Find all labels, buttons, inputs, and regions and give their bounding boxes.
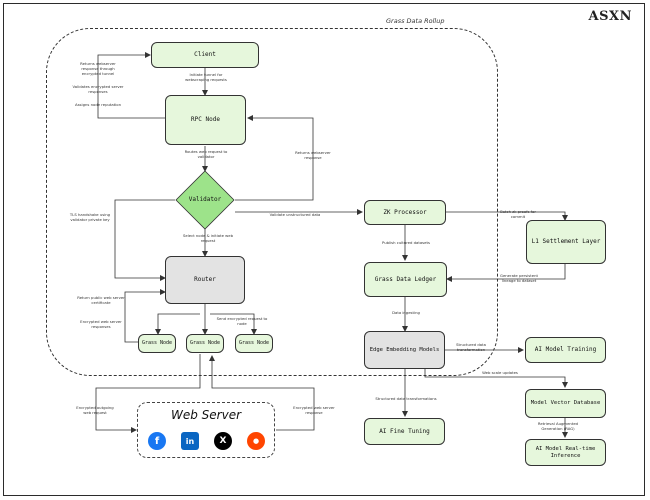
grass-node-2[interactable]: Grass Node	[186, 334, 224, 353]
label-retrieval-augmented: Retrieval Augmented Generation (RAG)	[537, 421, 579, 431]
client-node[interactable]: Client	[151, 42, 259, 68]
label-encrypted-web-server: Encrypted web server responses	[80, 319, 122, 329]
label-structured-data-transformations: Structured data transformations	[375, 396, 437, 401]
linkedin-icon[interactable]: in	[181, 432, 199, 450]
zk-processor-node[interactable]: ZK Processor	[364, 200, 446, 225]
label-validate-unstructured: Validate unstructured data	[269, 212, 321, 217]
label-assigns-reputation: Assigns node reputation	[74, 102, 121, 107]
edge-webserver-node-response	[209, 355, 315, 431]
label-encrypted-outgoing: Encrypted outgoing web request	[76, 405, 114, 415]
web-server-title: Web Server	[170, 408, 242, 422]
label-web-scale-updates: Web scale updates	[482, 370, 518, 375]
x-icon[interactable]: X	[214, 432, 232, 450]
label-send-encrypted: Send encrypted request to node	[216, 316, 268, 326]
label-encrypted-web-server-response: Encrypted web server response	[293, 405, 335, 415]
label-batch-zk: Batch zk proofs for commit	[500, 209, 536, 219]
label-publish-cultured: Publish cultured datasets	[382, 240, 430, 245]
router-node[interactable]: Router	[165, 256, 245, 304]
validator-label: Validator	[188, 196, 222, 204]
label-returns-webserver: Returns webserver response	[295, 150, 331, 160]
brand-logo: ASXN	[588, 9, 632, 24]
edge-router-node3	[210, 313, 257, 335]
label-initiate-tunnel: Initiate tunnel for webscraping requests	[185, 72, 227, 82]
label-return-public-web: Return public web server certificate	[77, 295, 125, 305]
edge-validator-rpc-return	[235, 115, 314, 201]
grass-node-1[interactable]: Grass Node	[138, 334, 176, 353]
validator-diamond[interactable]	[175, 170, 235, 230]
edge-tls-handshake	[114, 199, 175, 281]
model-vector-db-node[interactable]: Model Vector Database	[525, 389, 606, 418]
label-routes-web-request: Routes web request to validator	[184, 149, 228, 159]
edge-rpc-client-return	[97, 52, 165, 119]
label-validates-encrypted: Validates encrypted server responses	[72, 84, 124, 94]
diagram-frame	[3, 3, 645, 496]
ai-model-training-node[interactable]: AI Model Training	[525, 337, 606, 363]
edge-node-webserver-outgoing	[95, 354, 201, 433]
web-server-box[interactable]: Web Server f in X ●	[137, 402, 275, 458]
edge-embedding-node[interactable]: Edge Embedding Models	[364, 331, 445, 369]
label-generate-lineage: Generate persistent lineage to dataset	[500, 273, 538, 283]
edge-edge-vectordb	[424, 369, 568, 388]
ai-inference-node[interactable]: AI Model Real-time Inference	[525, 439, 606, 466]
edge-router-node1	[155, 313, 200, 335]
facebook-icon[interactable]: f	[148, 432, 166, 450]
rollup-title: Grass Data Rollup	[386, 17, 445, 25]
label-data-ingesting: Data ingesting	[392, 310, 420, 315]
edge-node-router-return	[124, 289, 166, 343]
label-structured-data-transformation: Structured data transformation	[456, 342, 486, 352]
grass-data-rollup-boundary	[46, 28, 498, 376]
edge-l1-ledger	[446, 264, 566, 282]
reddit-icon[interactable]: ●	[247, 432, 265, 450]
label-select-node: Select node & initiate web request	[182, 233, 234, 243]
label-returns-webserver-tunnel: Returns webserver response through encry…	[80, 61, 116, 76]
l1-settlement-node[interactable]: L1 Settlement Layer	[526, 220, 606, 264]
label-tls-handshake: TLS handshake using validator private ke…	[69, 212, 111, 222]
edge-zk-l1	[446, 211, 568, 221]
rpc-node[interactable]: RPC Node	[165, 95, 246, 145]
grass-data-ledger-node[interactable]: Grass Data Ledger	[364, 262, 447, 297]
grass-node-3[interactable]: Grass Node	[235, 334, 273, 353]
ai-fine-tuning-node[interactable]: AI Fine Tuning	[364, 418, 445, 445]
